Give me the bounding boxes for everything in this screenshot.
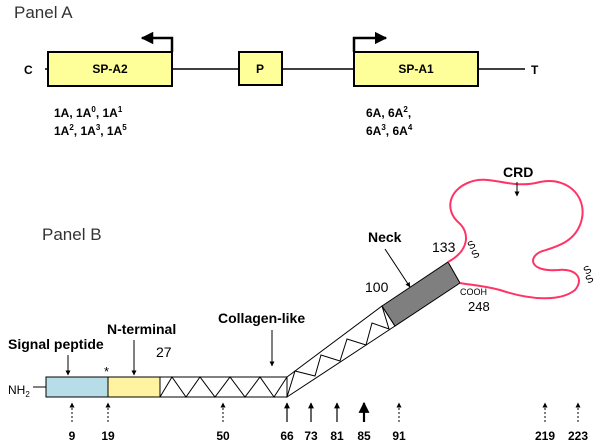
neck-pointer <box>384 248 411 288</box>
position-223-label: 223 <box>568 429 588 443</box>
crd-label: CRD <box>503 164 533 180</box>
promoter-label: P <box>256 62 264 76</box>
position-73-label: 73 <box>304 429 318 443</box>
residue-248-label: 248 <box>468 299 490 314</box>
sp-a2-gene-box <box>47 51 173 87</box>
position-9-label: 9 <box>69 429 76 443</box>
residue-100-label: 100 <box>365 279 389 295</box>
collagen-like-label: Collagen-like <box>218 310 305 326</box>
signal-peptide-label: Signal peptide <box>8 336 104 352</box>
sp-a2-alleles-line1: 1A, 1A0, 1A1 <box>54 105 123 120</box>
position-85-label: 85 <box>357 429 371 443</box>
sp-a1-label: SP-A1 <box>398 62 434 76</box>
panel-a-title: Panel A <box>14 3 73 22</box>
collagen-zigzag-horizontal <box>159 376 288 398</box>
neck-domain-box <box>381 261 461 327</box>
nh2-terminus-label: NH2 <box>8 383 30 399</box>
promoter-box <box>238 51 283 86</box>
n-terminal-box <box>107 376 161 398</box>
sp-a1-transcription-arrow <box>352 31 388 52</box>
cooh-terminus-label: COOH <box>460 287 487 297</box>
residue-27-label: 27 <box>156 344 172 360</box>
crd-domain-loop <box>447 178 584 300</box>
centromere-end-label: C <box>24 63 33 77</box>
disulfide-s-label: S <box>584 273 596 287</box>
cleavage-star: * <box>104 364 109 379</box>
position-66-label: 66 <box>280 429 294 443</box>
n-terminal-label: N-terminal <box>107 321 176 337</box>
sp-a2-alleles-line2: 1A2, 1A3, 1A5 <box>54 123 127 138</box>
collagen-zigzag-diagonal <box>286 305 390 398</box>
position-91-label: 91 <box>392 429 406 443</box>
telomere-end-label: T <box>531 63 539 77</box>
disulfide-s-label: S <box>470 248 482 262</box>
signal-peptide-box <box>45 376 109 398</box>
neck-label: Neck <box>368 229 402 245</box>
position-219-label: 219 <box>535 429 555 443</box>
position-19-label: 19 <box>101 429 115 443</box>
sp-a1-alleles-line1: 6A, 6A2, <box>366 105 411 120</box>
panel-b-title: Panel B <box>42 225 102 244</box>
sp-a1-gene-box <box>353 51 479 87</box>
position-50-label: 50 <box>216 429 230 443</box>
sp-a1-alleles-line2: 6A3, 6A4 <box>366 123 413 138</box>
position-81-label: 81 <box>330 429 344 443</box>
sp-a2-transcription-arrow <box>140 31 174 52</box>
sp-a2-label: SP-A2 <box>92 62 128 76</box>
residue-133-label: 133 <box>432 239 456 255</box>
